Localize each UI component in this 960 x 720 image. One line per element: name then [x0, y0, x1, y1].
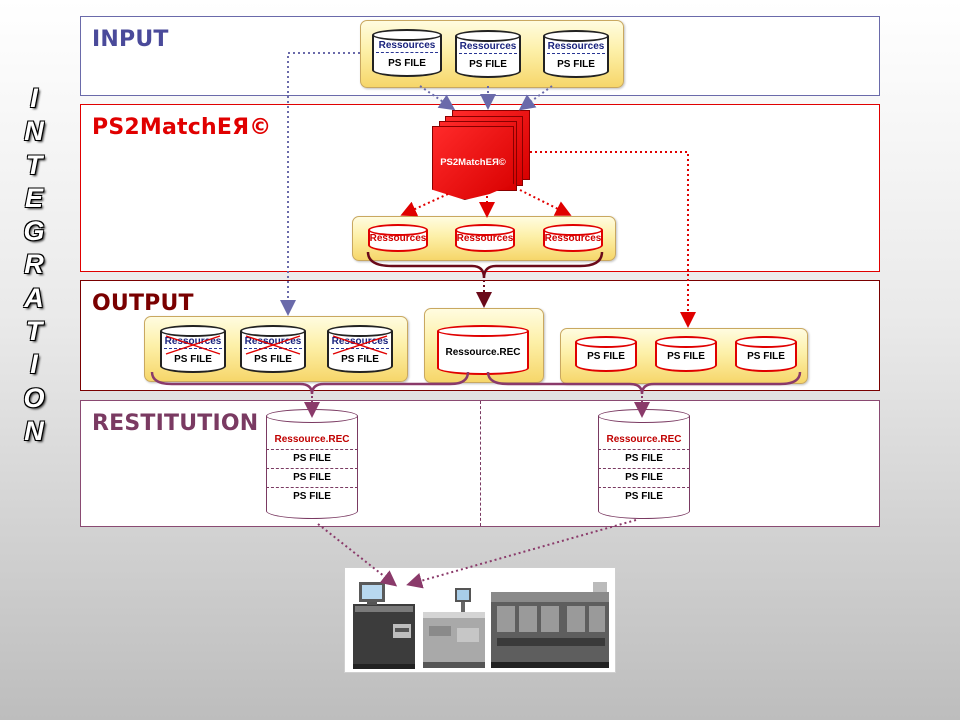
extracted-resource-3: Ressources [543, 224, 603, 252]
input-ps-file-2: Ressources PS FILE [455, 30, 521, 78]
stack-row-label: PS FILE [293, 453, 331, 464]
printing-system-picture [344, 567, 616, 673]
clean-ps-file-2: PS FILE [655, 336, 717, 372]
resource-rec-label: Ressource.REC [445, 347, 521, 358]
restitution-stack-right: Ressource.REC PS FILE PS FILE PS FILE [598, 409, 690, 519]
restitution-divider [480, 401, 481, 526]
integration-letter: A [24, 282, 44, 313]
integration-letter: O [23, 382, 45, 413]
integration-letter: I [30, 83, 38, 113]
input-band-title: INPUT [92, 27, 169, 52]
integration-letter: T [25, 316, 43, 347]
file-label: PS FILE [587, 351, 625, 362]
resource-label: Ressources [547, 41, 605, 52]
ps2matcher-document-icon: PS2MatchEЯ© [432, 126, 514, 200]
ps2matcher-document-label: PS2MatchEЯ© [440, 157, 506, 168]
file-label: PS FILE [388, 58, 426, 69]
resource-label: Ressources [164, 336, 222, 347]
integration-vertical-label: I N T E G R A T I O N [20, 82, 48, 448]
integration-letter: I [30, 349, 38, 380]
ps2matcher-band-title: PS2MatchEЯ© [92, 115, 272, 140]
input-ps-file-3: Ressources PS FILE [543, 30, 609, 78]
stack-row-label: PS FILE [625, 491, 663, 502]
resource-label: Ressources [331, 336, 389, 347]
resource-label: Ressources [369, 233, 427, 244]
resource-label: Ressources [459, 41, 517, 52]
resource-rec-database: Ressource.REC [437, 325, 529, 375]
extracted-resource-2: Ressources [455, 224, 515, 252]
resource-label: Ressources [378, 40, 436, 51]
stripped-ps-file-2: Ressources PS FILE [240, 325, 306, 373]
stripped-ps-file-3: Ressources PS FILE [327, 325, 393, 373]
file-label: PS FILE [667, 351, 705, 362]
removed-resource-cross-icon [165, 335, 221, 355]
stack-head-label: Ressource.REC [606, 434, 682, 445]
resource-label: Ressources [244, 336, 302, 347]
integration-letter: T [25, 149, 43, 180]
file-label: PS FILE [557, 59, 595, 70]
integration-letter: N [24, 415, 44, 446]
integration-letter: E [24, 182, 43, 213]
stack-row-label: PS FILE [625, 472, 663, 483]
stack-head-label: Ressource.REC [274, 434, 350, 445]
file-label: PS FILE [174, 354, 212, 365]
file-label: PS FILE [469, 59, 507, 70]
removed-resource-cross-icon [332, 335, 388, 355]
integration-letter: G [23, 216, 45, 247]
printer-illustration-icon [353, 582, 609, 669]
input-ps-file-1: Ressources PS FILE [372, 29, 442, 77]
integration-letter: N [24, 116, 44, 147]
file-label: PS FILE [341, 354, 379, 365]
removed-resource-cross-icon [245, 335, 301, 355]
clean-ps-file-1: PS FILE [575, 336, 637, 372]
stack-row-label: PS FILE [293, 491, 331, 502]
file-label: PS FILE [254, 354, 292, 365]
stack-row-label: PS FILE [625, 453, 663, 464]
extracted-resource-1: Ressources [368, 224, 428, 252]
clean-ps-file-3: PS FILE [735, 336, 797, 372]
stack-row-label: PS FILE [293, 472, 331, 483]
integration-letter: R [24, 249, 44, 280]
resource-label: Ressources [456, 233, 514, 244]
restitution-stack-left: Ressource.REC PS FILE PS FILE PS FILE [266, 409, 358, 519]
stripped-ps-file-1: Ressources PS FILE [160, 325, 226, 373]
restitution-band: RESTITUTION [80, 400, 880, 527]
output-band-title: OUTPUT [92, 291, 194, 316]
file-label: PS FILE [747, 351, 785, 362]
resource-label: Ressources [544, 233, 602, 244]
restitution-band-title: RESTITUTION [92, 411, 259, 436]
